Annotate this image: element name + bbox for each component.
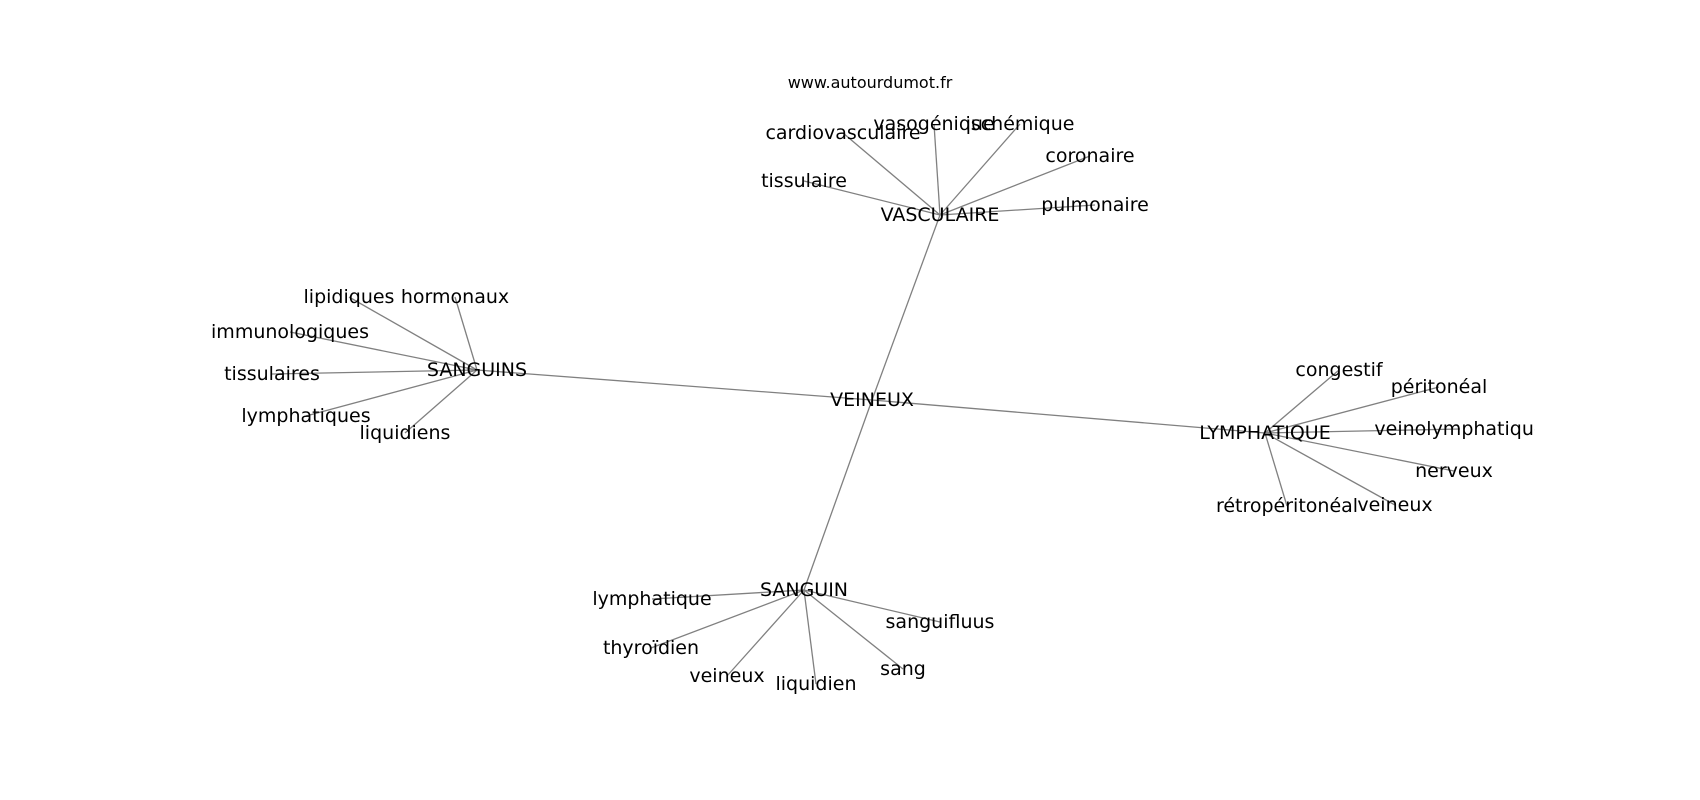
leaf-node-label: rétropéritonéal	[1216, 495, 1358, 517]
edge-hub-to-leaf	[348, 296, 478, 371]
watermark: www.autourdumot.fr	[788, 73, 953, 92]
edge-center-to-hub	[803, 399, 873, 591]
leaf-node-label: liquidien	[775, 673, 856, 695]
edge-hub-to-leaf	[803, 589, 817, 685]
edge-hub-to-leaf	[271, 369, 478, 375]
leaf-node-label: lymphatiques	[241, 405, 370, 427]
leaf-node-label: hormonaux	[401, 286, 509, 308]
edge-center-to-hub	[871, 214, 941, 401]
edge-hub-to-leaf	[842, 132, 941, 216]
leaf-node-label: vasogénique	[873, 113, 994, 135]
edge-hub-to-leaf	[726, 589, 805, 677]
leaf-node-label: liquidiens	[360, 422, 451, 444]
leaf-node-label: péritonéal	[1391, 376, 1488, 398]
leaf-node-label: veineux	[689, 665, 764, 687]
edge-hub-to-leaf	[1264, 369, 1340, 434]
leaf-node-label: veineux	[1357, 494, 1432, 516]
leaf-node-label: cardiovasculaire	[765, 122, 920, 144]
hub-node-label: VASCULAIRE	[881, 204, 1000, 226]
edge-hub-to-leaf	[305, 369, 478, 417]
edge-hub-to-leaf	[289, 331, 478, 371]
hub-node-label: SANGUIN	[760, 579, 848, 601]
hub-node-label: LYMPHATIQUE	[1199, 422, 1330, 444]
edge-hub-to-leaf	[939, 155, 1091, 216]
leaf-node-label: pulmonaire	[1041, 194, 1149, 216]
edge-hub-to-leaf	[404, 369, 478, 434]
leaf-node-label: sanguifluus	[886, 611, 995, 633]
leaf-node-label: lymphatique	[592, 588, 711, 610]
node-labels: VEINEUX VASCULAIRE cardiovasculairevasogén…	[211, 113, 1545, 695]
edge-hub-to-leaf	[650, 589, 805, 649]
edge-hub-to-leaf	[803, 589, 904, 670]
edge-hub-to-leaf	[1264, 432, 1288, 507]
edge-hub-to-leaf	[933, 123, 941, 216]
edge-hub-to-leaf	[454, 296, 478, 371]
edge-hub-to-leaf	[1264, 386, 1440, 434]
leaf-node-label: nerveux	[1415, 460, 1493, 482]
edge-hub-to-leaf	[939, 123, 1021, 216]
edge-hub-to-leaf	[803, 589, 941, 623]
leaf-node-label: immunologiques	[211, 321, 369, 343]
edge-hub-to-leaf	[1264, 428, 1461, 434]
leaf-node-label: congestif	[1295, 359, 1383, 381]
leaf-node-label: tissulaires	[224, 363, 320, 385]
edges	[271, 123, 1461, 685]
edge-hub-to-leaf	[651, 589, 805, 600]
leaf-node-label: coronaire	[1045, 145, 1134, 167]
center-node-label: VEINEUX	[830, 389, 914, 411]
leaf-node-label: ischémique	[966, 113, 1075, 135]
edge-hub-to-leaf	[1264, 432, 1396, 506]
edge-center-to-hub	[476, 369, 873, 401]
leaf-node-label: sang	[880, 658, 926, 680]
hub-node-label: SANGUINS	[427, 359, 527, 381]
leaf-node-label: lipidiques	[304, 286, 395, 308]
edge-center-to-hub	[871, 399, 1266, 434]
leaf-node-label: veinolymphatique	[1374, 418, 1545, 440]
leaf-node-label: tissulaire	[761, 170, 847, 192]
edge-hub-to-leaf	[939, 204, 1096, 216]
edge-hub-to-leaf	[1264, 432, 1455, 472]
edge-hub-to-leaf	[803, 180, 941, 216]
leaf-node-label: thyroïdien	[603, 637, 699, 659]
